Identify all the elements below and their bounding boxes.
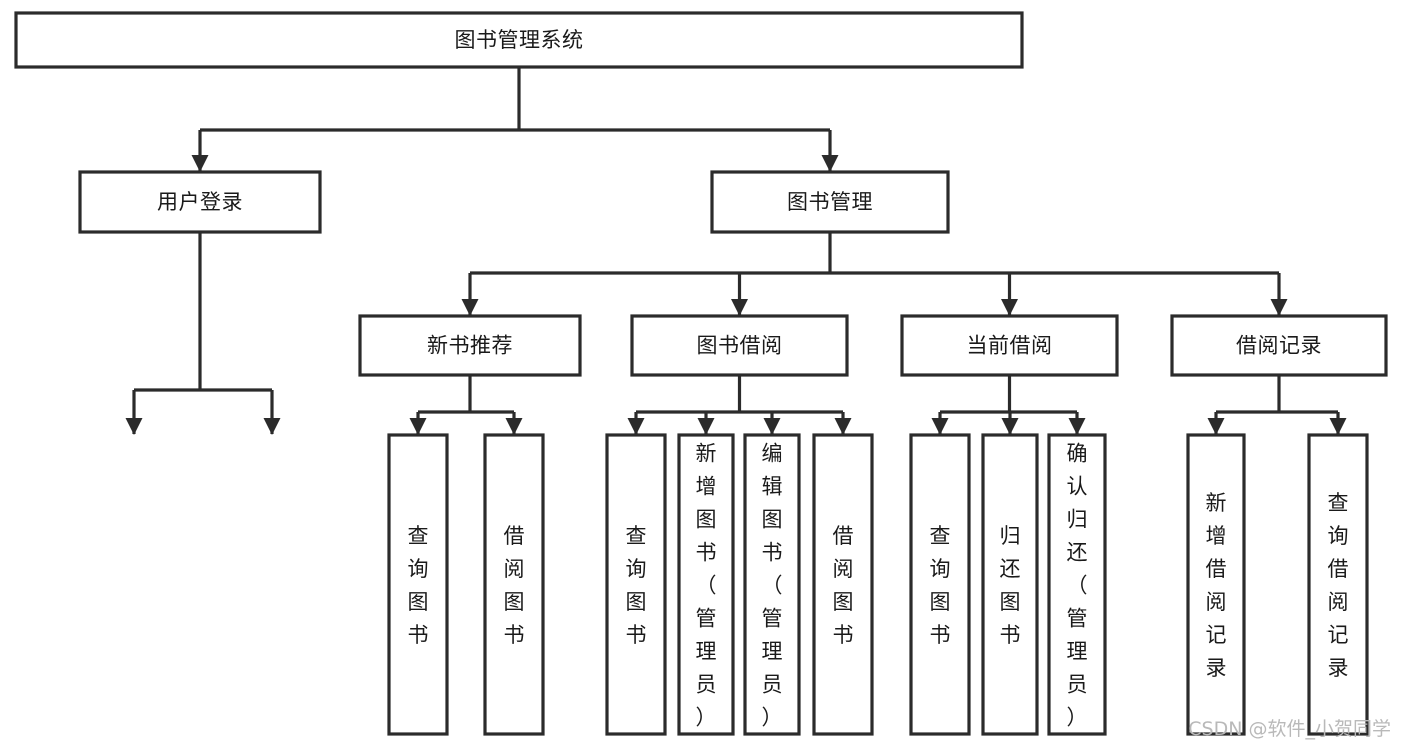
node-level2-1-label: 图书管理 (787, 190, 873, 214)
node-leaf-book-borrow-2[interactable]: 编辑图书（管理员） (743, 433, 801, 736)
node-leaf-book-borrow-2-label: 编辑图书（管理员） (762, 442, 783, 730)
node-level3-1-rect (630, 314, 849, 377)
node-level3-0-rect (358, 314, 582, 377)
node-level2-1[interactable]: 图书管理 (710, 170, 950, 234)
g1-arrow-2 (763, 418, 781, 435)
node-leaf-current-borrow-1[interactable]: 归还图书 (981, 433, 1039, 736)
node-leaf-borrow-records-0-label: 新增借阅记录 (1206, 491, 1227, 680)
node-leaf-new-book-recommend-1-rect (483, 433, 545, 736)
g1-arrow-0 (627, 418, 645, 435)
user-login-arrow-1 (263, 418, 281, 435)
node-leaf-book-borrow-3-label: 借阅图书 (833, 524, 854, 647)
node-leaf-current-borrow-1-rect (981, 433, 1039, 736)
node-root[interactable]: 图书管理系统 (14, 11, 1024, 69)
node-level3-2-rect (900, 314, 1119, 377)
user-login-arrow-0 (125, 418, 143, 435)
g3-arrow-0 (1207, 418, 1225, 435)
node-leaf-current-borrow-2[interactable]: 确认归还（管理员） (1047, 433, 1107, 736)
node-level3-3-label: 借阅记录 (1236, 334, 1322, 358)
node-leaf-book-borrow-0[interactable]: 查询图书 (605, 433, 667, 736)
node-leaf-borrow-records-1-label: 查询借阅记录 (1328, 491, 1349, 680)
node-leaf-borrow-records-1-rect (1307, 433, 1369, 736)
node-level2-1-rect (710, 170, 950, 234)
node-leaf-new-book-recommend-0-label: 查询图书 (408, 524, 429, 647)
csdn-watermark: CSDN @软件_小贺同学 (1188, 718, 1391, 740)
node-leaf-book-borrow-3[interactable]: 借阅图书 (812, 433, 874, 736)
g2-arrow-1 (1001, 418, 1019, 435)
book-mgmt-arrow-2 (1001, 299, 1018, 316)
node-leaf-current-borrow-0-rect (909, 433, 971, 736)
root-arrow-1 (821, 155, 839, 172)
node-level2-0-label: 用户登录 (157, 190, 243, 214)
node-leaf-current-borrow-2-label: 确认归还（管理员） (1067, 442, 1088, 730)
node-leaf-borrow-records-1[interactable]: 查询借阅记录 (1307, 433, 1369, 736)
node-level3-1[interactable]: 图书借阅 (630, 314, 849, 377)
g2-arrow-2 (1068, 418, 1086, 435)
root-arrow-0 (191, 155, 209, 172)
book-mgmt-arrow-0 (461, 299, 479, 316)
node-leaf-new-book-recommend-0[interactable]: 查询图书 (387, 433, 449, 736)
node-root-label: 图书管理系统 (455, 28, 584, 52)
node-leaf-book-borrow-0-label: 查询图书 (626, 524, 647, 647)
node-leaf-book-borrow-0-rect (605, 433, 667, 736)
g1-arrow-1 (697, 418, 715, 435)
book-mgmt-arrow-3 (1270, 299, 1288, 316)
node-leaf-current-borrow-1-label: 归还图书 (1000, 524, 1021, 647)
node-leaf-new-book-recommend-1-label: 借阅图书 (504, 524, 525, 647)
node-level3-1-label: 图书借阅 (697, 334, 783, 358)
node-level3-2-label: 当前借阅 (967, 334, 1053, 358)
node-leaf-borrow-records-0-rect (1186, 433, 1246, 736)
node-level3-0-label: 新书推荐 (427, 334, 513, 358)
node-level3-3-rect (1170, 314, 1388, 377)
node-level2-0-rect (78, 170, 322, 234)
node-leaf-current-borrow-0[interactable]: 查询图书 (909, 433, 971, 736)
g0-arrow-0 (409, 418, 427, 435)
g0-arrow-1 (505, 418, 523, 435)
g1-arrow-3 (834, 418, 852, 435)
node-level3-3[interactable]: 借阅记录 (1170, 314, 1388, 377)
g2-arrow-0 (931, 418, 949, 435)
g3-arrow-1 (1329, 418, 1347, 435)
node-level3-0[interactable]: 新书推荐 (358, 314, 582, 377)
node-leaf-new-book-recommend-1[interactable]: 借阅图书 (483, 433, 545, 736)
node-leaf-new-book-recommend-0-rect (387, 433, 449, 736)
node-leaf-book-borrow-3-rect (812, 433, 874, 736)
node-level3-2[interactable]: 当前借阅 (900, 314, 1119, 377)
node-leaf-book-borrow-1[interactable]: 新增图书（管理员） (677, 433, 735, 736)
node-root-rect (14, 11, 1024, 69)
node-leaf-current-borrow-0-label: 查询图书 (930, 524, 951, 647)
node-leaf-book-borrow-1-rect (677, 433, 735, 736)
book-mgmt-arrow-1 (731, 299, 748, 316)
node-level2-0[interactable]: 用户登录 (78, 170, 322, 234)
node-leaf-borrow-records-0[interactable]: 新增借阅记录 (1186, 433, 1246, 736)
node-leaf-book-borrow-1-label: 新增图书（管理员） (696, 442, 717, 730)
node-leaf-current-borrow-2-rect (1047, 433, 1107, 736)
node-leaf-book-borrow-2-rect (743, 433, 801, 736)
